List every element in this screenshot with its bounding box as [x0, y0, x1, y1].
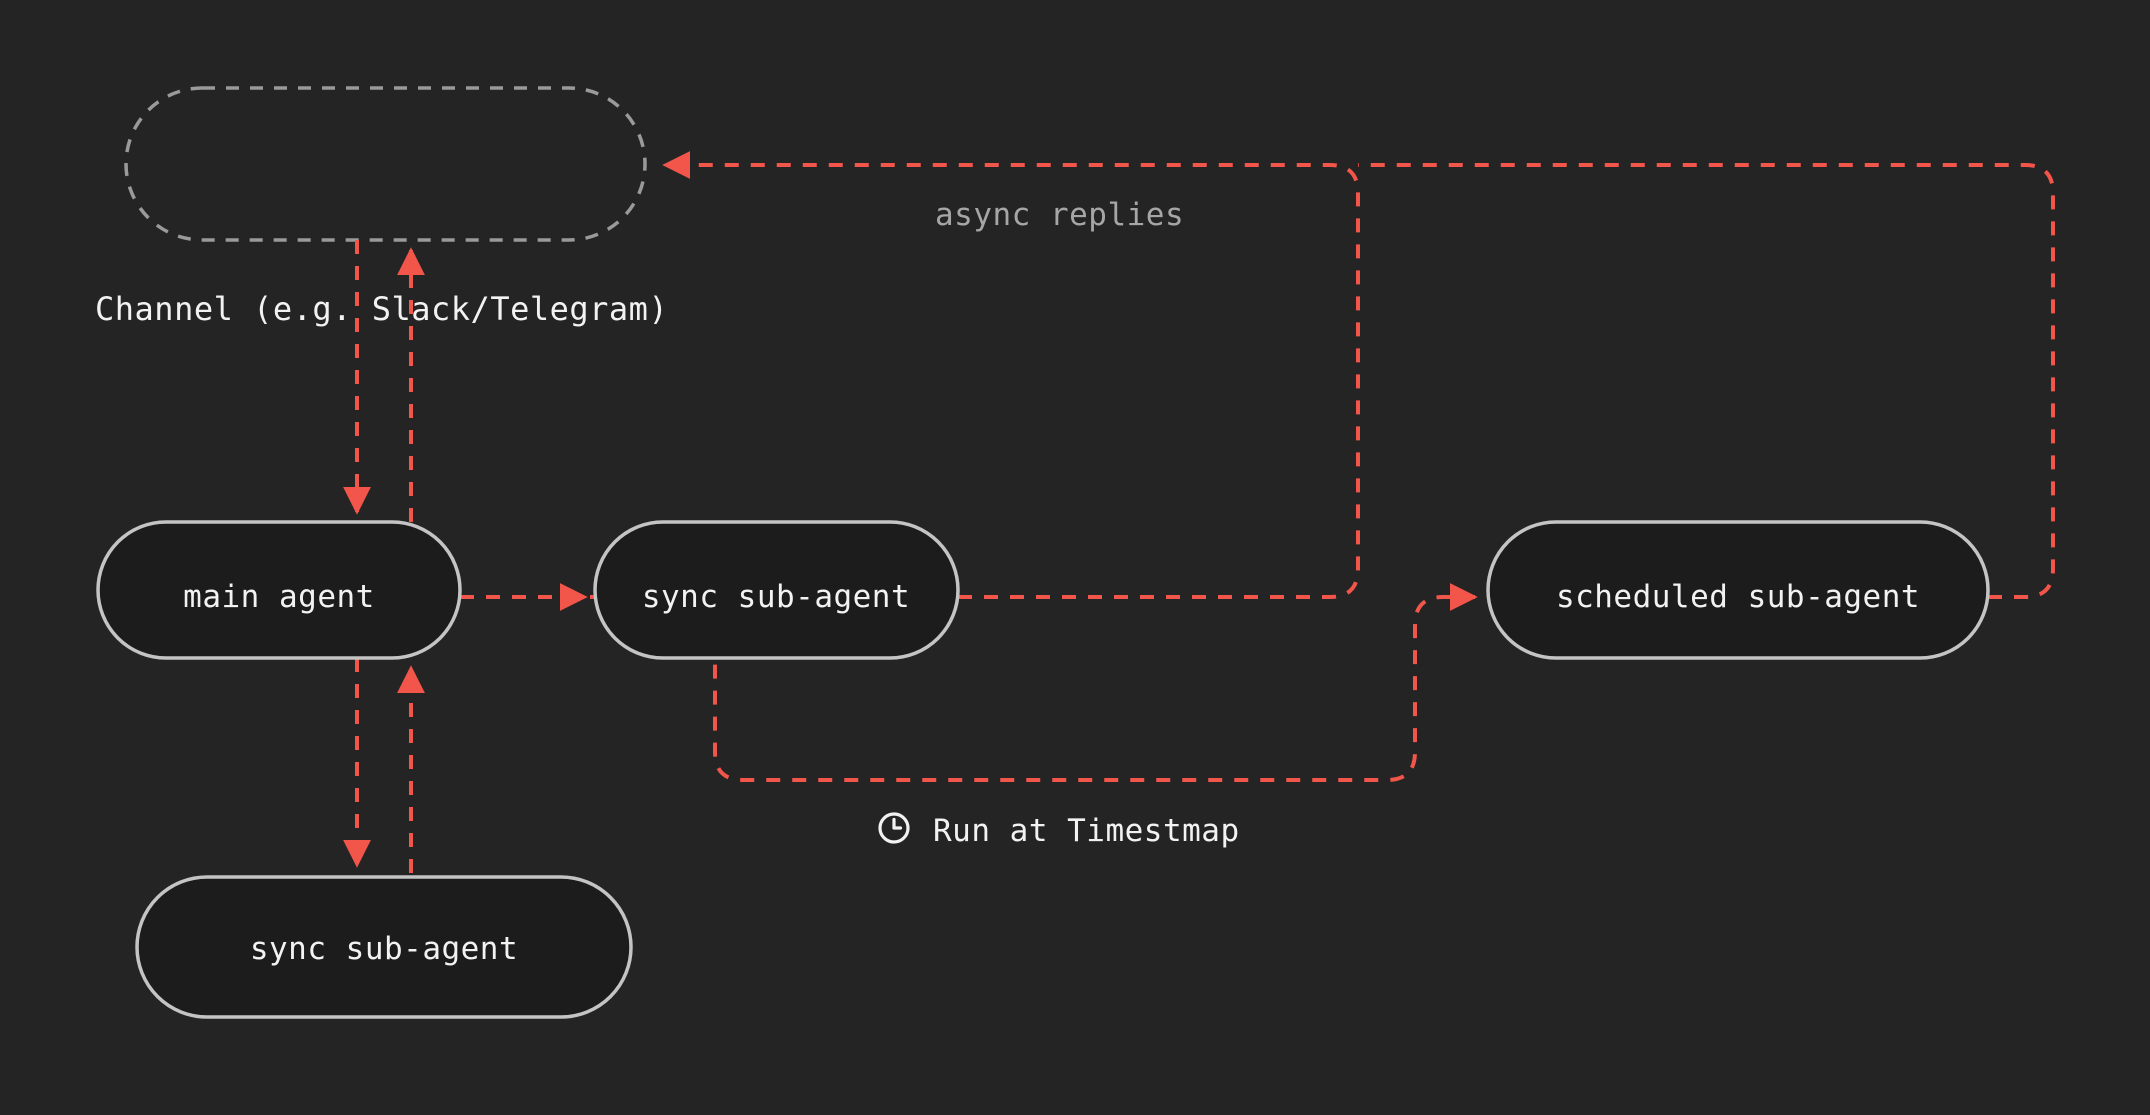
node-scheduled-sub-agent[interactable]: scheduled sub-agent — [1486, 520, 1990, 660]
node-sync-sub-agent-right-label: sync sub-agent — [642, 579, 910, 615]
run-at-timestamp-group: Run at Timestmap — [878, 812, 1240, 849]
edge-scheduled-to-channel — [1358, 163, 2055, 599]
run-at-timestamp-label: Run at Timestmap — [933, 813, 1240, 849]
channel-group-label: Channel (e.g. Slack/Telegram) — [95, 290, 668, 328]
node-main-agent-label: main agent — [183, 579, 375, 615]
edge-main-agent-to-scheduled — [460, 583, 1478, 782]
node-scheduled-sub-agent-label: scheduled sub-agent — [1556, 579, 1920, 615]
node-main-agent-box — [96, 520, 462, 660]
node-main-agent[interactable]: main agent — [96, 520, 462, 660]
clock-icon — [878, 812, 910, 844]
async-replies-label: async replies — [935, 197, 1184, 233]
node-sync-sub-agent-bottom-box — [135, 875, 633, 1019]
node-sync-sub-agent-right[interactable]: sync sub-agent — [593, 520, 960, 660]
node-scheduled-sub-agent-box — [1486, 520, 1990, 660]
node-sync-sub-agent-bottom[interactable]: sync sub-agent — [135, 875, 633, 1019]
edge-sync-to-channel — [662, 151, 1360, 599]
channel-group-box — [124, 86, 647, 242]
node-sync-sub-agent-bottom-label: sync sub-agent — [250, 931, 518, 967]
node-sync-sub-agent-right-box — [593, 520, 960, 660]
